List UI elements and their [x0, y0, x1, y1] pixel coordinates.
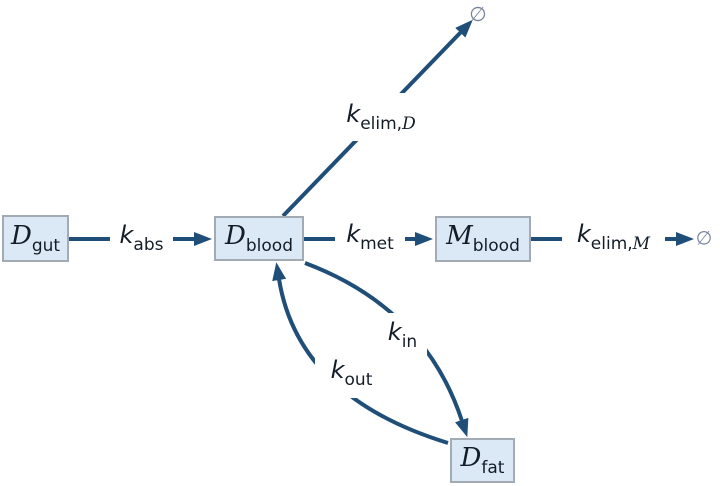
k-out-label: kout	[331, 358, 373, 389]
k-in-label: kin	[388, 320, 417, 351]
node-m-blood-label: Mblood	[446, 223, 520, 255]
edge-label-k-met: kmet	[335, 215, 405, 260]
script-d-glyph: D	[402, 113, 416, 134]
node-d-fat-label: Dfat	[461, 445, 505, 477]
k-glyph: k	[346, 220, 361, 248]
k-elim-m-label: kelim,M	[577, 222, 650, 253]
edge-label-k-elim-d: kelim,D	[333, 93, 429, 141]
k-met-subscript: met	[360, 234, 394, 254]
empty-set-icon: ∅	[469, 2, 487, 26]
k-elim-d-subscript: elim,	[360, 113, 403, 134]
node-d-fat: Dfat	[450, 438, 515, 483]
k-elim-d-label: kelim,D	[346, 102, 415, 133]
node-d-gut: Dgut	[2, 215, 69, 262]
node-d-blood-label: Dblood	[225, 223, 293, 255]
node-d-blood-subscript: blood	[245, 235, 293, 256]
script-d-glyph: D	[225, 220, 246, 251]
edge-label-k-abs: kabs	[110, 215, 173, 262]
node-m-blood-subscript: blood	[472, 236, 520, 256]
k-glyph: k	[346, 99, 361, 128]
empty-set-icon: ∅	[695, 227, 713, 250]
node-d-blood: Dblood	[214, 216, 304, 261]
k-glyph: k	[330, 355, 345, 384]
node-d-gut-subscript: gut	[31, 235, 61, 256]
k-abs-subscript: abs	[133, 235, 164, 255]
k-abs-label: kabs	[120, 223, 164, 254]
k-out-subscript: out	[344, 369, 373, 390]
node-m-blood: Mblood	[435, 216, 531, 262]
edge-label-k-elim-m: kelim,M	[562, 213, 665, 262]
k-elim-m-subscript: elim,	[590, 234, 633, 254]
script-d-glyph: D	[460, 442, 482, 473]
script-d-glyph: D	[10, 220, 32, 251]
edge-label-k-out: kout	[315, 348, 388, 398]
script-m-glyph: M	[446, 221, 473, 251]
script-m-glyph: M	[632, 234, 651, 254]
k-glyph: k	[576, 220, 591, 248]
k-in-subscript: in	[401, 332, 418, 352]
k-glyph: k	[119, 221, 134, 249]
node-d-gut-label: Dgut	[11, 223, 60, 255]
k-glyph: k	[387, 318, 402, 346]
node-d-fat-subscript: fat	[481, 457, 505, 478]
k-met-label: kmet	[346, 222, 394, 253]
